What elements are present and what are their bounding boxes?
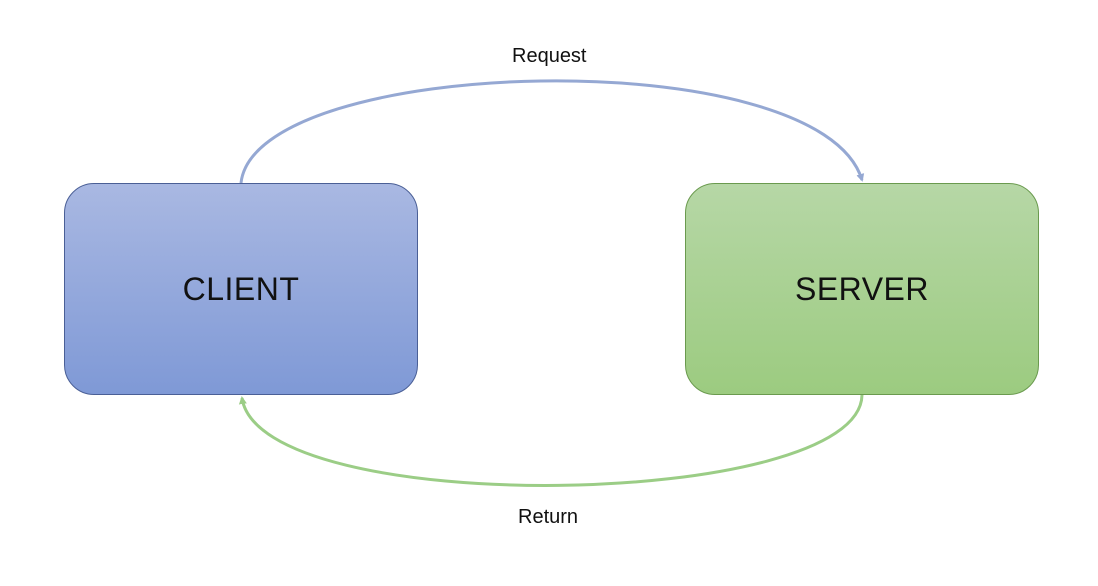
client-node: CLIENT xyxy=(64,183,418,395)
request-label: Request xyxy=(512,45,587,67)
return-arrow xyxy=(238,394,864,487)
client-label: CLIENT xyxy=(182,270,300,307)
server-label: SERVER xyxy=(794,270,929,307)
request-arrow xyxy=(239,79,865,184)
server-node: SERVER xyxy=(685,183,1039,395)
return-label: Return xyxy=(518,506,579,528)
